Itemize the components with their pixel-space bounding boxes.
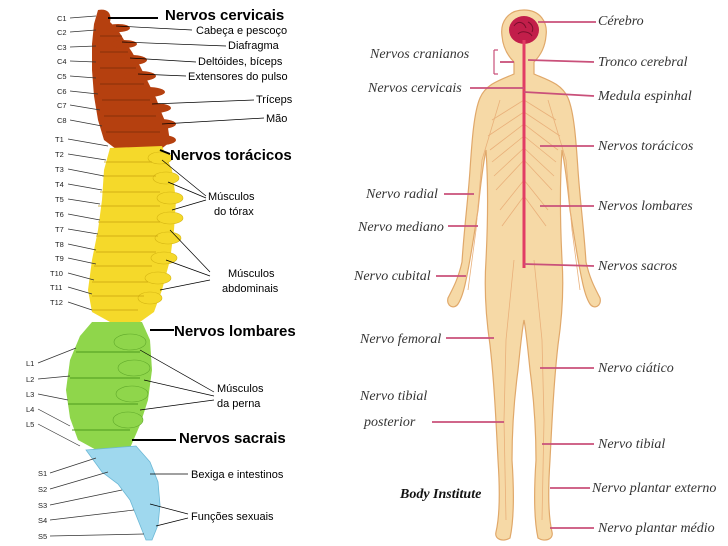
cervical-segment (92, 9, 176, 153)
thoracic-segment (88, 146, 184, 322)
vertebra-labels: C1 C2 C3 C4 C5 C6 C7 C8 T1 T2 T3 T4 T5 T… (26, 14, 67, 541)
label-femoral-nerve: Nervo femoral (359, 332, 441, 347)
label-bladder: Bexiga e intestinos (191, 469, 284, 481)
heading-cervical-nerves: Nervos cervicais (165, 7, 284, 24)
vertebra-t10: T10 (50, 269, 63, 278)
vertebra-l1: L1 (26, 359, 34, 368)
label-hand: Mão (266, 113, 287, 125)
heading-thoracic-nerves: Nervos torácicos (170, 147, 292, 164)
body-silhouette (447, 9, 601, 541)
label-cervical-nerves-body: Nervos cervicais (367, 81, 462, 96)
label-cranial-nerves: Nervos cranianos (369, 47, 470, 62)
sacral-segment (85, 445, 161, 541)
label-posterior-tibial-1: Nervo tibial (359, 389, 427, 404)
brand-watermark: Body Institute (399, 487, 481, 502)
label-head-neck: Cabeça e pescoço (196, 25, 287, 37)
vertebra-c1: C1 (57, 14, 67, 23)
label-deltoids: Deltóides, bíceps (198, 56, 283, 68)
heading-sacral-nerves: Nervos sacrais (179, 430, 286, 447)
vertebra-t4: T4 (55, 180, 64, 189)
vertebra-t9: T9 (55, 254, 64, 263)
vertebra-t1: T1 (55, 135, 64, 144)
vertebra-s5: S5 (38, 532, 47, 541)
body-figure (447, 9, 601, 541)
vertebra-t3: T3 (55, 165, 64, 174)
vertebra-t5: T5 (55, 195, 64, 204)
label-lumbar-nerves-body: Nervos lombares (597, 199, 693, 214)
lumbar-segment (66, 322, 152, 452)
vertebra-c4: C4 (57, 57, 67, 66)
label-thoracic-nerves-body: Nervos torácicos (597, 139, 694, 154)
vertebra-c3: C3 (57, 43, 67, 52)
vertebra-s4: S4 (38, 516, 47, 525)
vertebra-t12: T12 (50, 298, 63, 307)
label-radial-nerve: Nervo radial (365, 187, 438, 202)
vertebra-t7: T7 (55, 225, 64, 234)
label-brainstem: Tronco cerebral (598, 55, 688, 70)
label-ulnar-nerve: Nervo cubital (353, 269, 431, 284)
vertebra-c6: C6 (57, 87, 67, 96)
vertebra-s1: S1 (38, 469, 47, 478)
vertebra-s2: S2 (38, 485, 47, 494)
label-abdominal-2: abdominais (222, 283, 279, 295)
brain (509, 16, 539, 44)
vertebra-c7: C7 (57, 101, 67, 110)
vertebra-t8: T8 (55, 240, 64, 249)
vertebra-pointers (37, 15, 145, 537)
vertebra-l5: L5 (26, 420, 34, 429)
spinal-column: C1 C2 C3 C4 C5 C6 C7 C8 T1 T2 T3 T4 T5 T… (26, 7, 296, 541)
label-sexual-functions: Funções sexuais (191, 511, 274, 523)
label-median-nerve: Nervo mediano (357, 220, 444, 235)
vertebra-c5: C5 (57, 72, 67, 81)
label-diaphragm: Diafragma (228, 40, 280, 52)
heading-lumbar-nerves: Nervos lombares (174, 323, 296, 340)
vertebra-t2: T2 (55, 150, 64, 159)
label-wrist-extensors: Extensores do pulso (188, 71, 288, 83)
function-pointers (108, 17, 265, 527)
label-brain: Cérebro (598, 14, 644, 29)
vertebra-c2: C2 (57, 28, 67, 37)
label-triceps: Tríceps (256, 94, 293, 106)
peripheral-nerves (467, 99, 581, 521)
vertebra-s3: S3 (38, 501, 47, 510)
vertebra-t11: T11 (50, 283, 62, 292)
label-lateral-plantar: Nervo plantar externo (591, 481, 716, 496)
label-posterior-tibial-2: posterior (363, 415, 416, 430)
label-leg-muscles-1: Músculos (217, 383, 264, 395)
body-right-pointers (523, 21, 596, 529)
body-left-pointers (432, 49, 524, 423)
vertebra-l4: L4 (26, 405, 34, 414)
label-abdominal-1: Músculos (228, 268, 275, 280)
label-medial-plantar: Nervo plantar médio (597, 521, 715, 536)
label-sacral-nerves-body: Nervos sacros (597, 259, 678, 274)
label-chest-muscles-1: Músculos (208, 191, 255, 203)
label-chest-muscles-2: do tórax (214, 206, 254, 218)
vertebra-l2: L2 (26, 375, 34, 384)
label-sciatic-nerve: Nervo ciático (597, 361, 674, 376)
vertebra-c8: C8 (57, 116, 67, 125)
label-leg-muscles-2: da perna (217, 398, 261, 410)
vertebra-t6: T6 (55, 210, 64, 219)
vertebra-l3: L3 (26, 390, 34, 399)
label-spinal-cord: Medula espinhal (597, 89, 692, 104)
label-tibial-nerve: Nervo tibial (597, 437, 665, 452)
